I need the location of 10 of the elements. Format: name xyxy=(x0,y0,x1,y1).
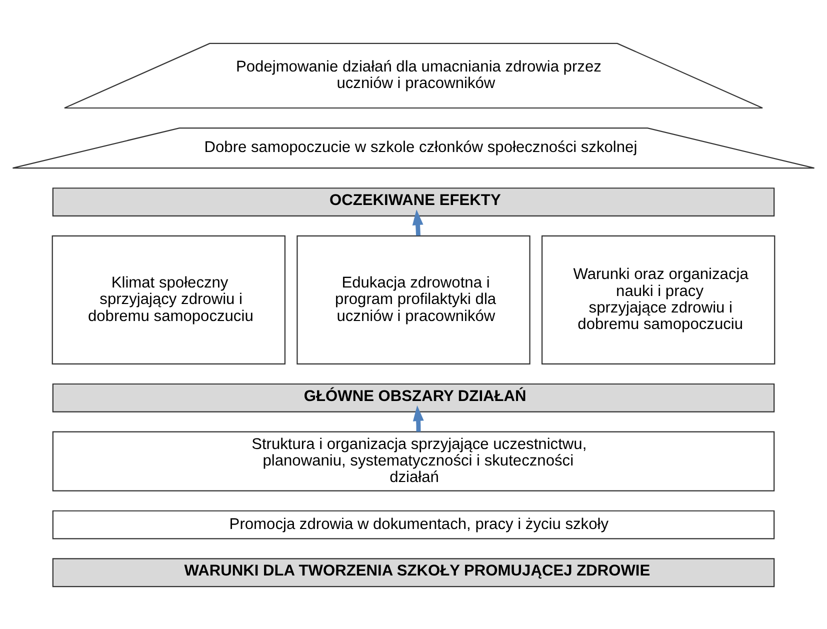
node-box: Klimat społeczny sprzyjający zdrowiu i dobremu samopoczuciu xyxy=(52,234,286,364)
node-box: Edukacja zdrowotna i program profilaktyki dla uczniów i pracowników xyxy=(296,234,530,364)
node-box: GŁÓWNE OBSZARY DZIAŁAŃ xyxy=(52,382,775,412)
node-box: Promocja zdrowia w dokumentach, pracy i życiu szkoły xyxy=(52,510,775,539)
node-box: WARUNKI DLA TWORZENIA SZKOŁY PROMUJĄCEJ ZDROWIE xyxy=(52,558,775,587)
node-box: Struktura i organizacja sprzyjające uczestnictwu, planowaniu, systematyczności i skuteczności działań xyxy=(52,430,775,491)
arrow xyxy=(412,404,424,432)
node-box: Warunki oraz organizacja nauki i pracy sprzyjające zdrowiu i dobremu samopoczuciu xyxy=(541,234,776,364)
node-box: OCZEKIWANE EFEKTY xyxy=(52,187,775,216)
arrow xyxy=(412,209,424,236)
